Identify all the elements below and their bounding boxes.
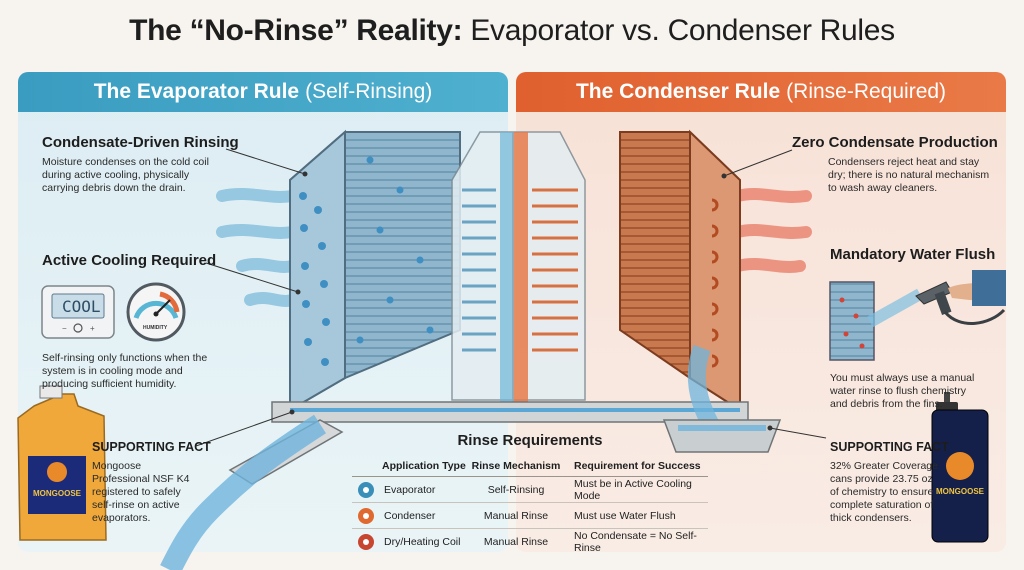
rinse-requirements-table: Rinse Requirements Application Type Rins… bbox=[352, 432, 708, 555]
row-requirement: Must be in Active Cooling Mode bbox=[574, 477, 692, 502]
row-mechanism: Manual Rinse bbox=[483, 536, 549, 548]
thermostat-display: COOL bbox=[62, 297, 101, 316]
condenser-rule-banner: The Condenser Rule(Rinse-Required) bbox=[516, 72, 1006, 112]
evaporator-tubing bbox=[462, 188, 496, 352]
hot-airflow-arrows bbox=[732, 188, 812, 273]
drain-water-flow bbox=[160, 414, 326, 570]
mini-coil bbox=[829, 281, 875, 361]
title-part-2: Evaporator vs. Condenser Rules bbox=[462, 14, 895, 47]
evaporator-banner-bold: The Evaporator Rule bbox=[93, 80, 300, 103]
header-requirement: Requirement for Success bbox=[574, 459, 701, 472]
right-fact-heading: SUPPORTING FACT bbox=[830, 440, 949, 454]
leader-lines bbox=[195, 148, 827, 447]
water-flush-heading: Mandatory Water Flush bbox=[830, 246, 996, 263]
main-title: The “No-Rinse” Reality: Evaporator vs. C… bbox=[0, 14, 1024, 48]
evaporator-rule-banner: The Evaporator Rule(Self-Rinsing) bbox=[18, 72, 508, 112]
cooling-text: Self-rinsing only functions when the sys… bbox=[42, 352, 208, 390]
table-row: Condenser Manual Rinse Must use Water Fl… bbox=[352, 503, 708, 529]
table-row: Dry/Heating Coil Manual Rinse No Condens… bbox=[352, 529, 708, 555]
mongoose-jug-icon: MONGOOSE bbox=[17, 385, 107, 541]
zero-condensate-text: Condensers reject heat and stay dry; the… bbox=[828, 156, 990, 194]
jug-brand-text: MONGOOSE bbox=[33, 489, 82, 498]
left-fact-text: Mongoose Professional NSF K4 registered … bbox=[92, 460, 190, 524]
zero-condensate-heading: Zero Condensate Production bbox=[792, 134, 998, 151]
condensate-droplets bbox=[299, 156, 434, 366]
spray-gun-icon bbox=[915, 270, 1006, 326]
condenser-tubing bbox=[532, 188, 578, 352]
svg-text:−: − bbox=[62, 324, 67, 333]
cold-airflow-arrows bbox=[216, 188, 298, 307]
condensate-text: Moisture condenses on the cold coil duri… bbox=[42, 156, 209, 194]
header-rinse-mechanism: Rinse Mechanism bbox=[471, 459, 561, 472]
evaporator-banner-rest: (Self-Rinsing) bbox=[305, 80, 433, 103]
table-row: Evaporator Self-Rinsing Must be in Activ… bbox=[352, 477, 708, 503]
water-flush-text: You must always use a manual water rinse… bbox=[830, 372, 975, 410]
row-type: Evaporator bbox=[384, 483, 436, 496]
condenser-panel bbox=[516, 72, 1006, 552]
condenser-row-icon bbox=[358, 507, 374, 524]
gauge-label: HUMIDITY bbox=[143, 325, 168, 331]
row-type: Condenser bbox=[384, 509, 436, 522]
row-requirement: No Condensate = No Self-Rinse bbox=[574, 530, 697, 554]
table-title: Rinse Requirements bbox=[457, 432, 603, 449]
left-fact-heading: SUPPORTING FACT bbox=[92, 440, 211, 454]
condenser-banner-rest: (Rinse-Required) bbox=[786, 80, 947, 103]
condensate-heading: Condensate-Driven Rinsing bbox=[42, 134, 239, 151]
svg-text:+: + bbox=[90, 324, 95, 333]
mongoose-can-icon: MONGOOSE bbox=[931, 392, 989, 543]
row-requirement: Must use Water Flush bbox=[574, 509, 676, 522]
header-application-type: Application Type bbox=[382, 459, 466, 472]
row-mechanism: Manual Rinse bbox=[483, 509, 549, 522]
row-type: Dry/Heating Coil bbox=[384, 536, 461, 548]
table-header: Application Type Rinse Mechanism Require… bbox=[352, 455, 708, 477]
title-part-1: The “No-Rinse” Reality: bbox=[129, 14, 463, 47]
condenser-banner-bold: The Condenser Rule bbox=[575, 80, 781, 103]
can-brand-text: MONGOOSE bbox=[936, 487, 985, 496]
evaporator-row-icon bbox=[358, 481, 374, 498]
condenser-bends bbox=[711, 198, 719, 368]
row-mechanism: Self-Rinsing bbox=[487, 483, 545, 496]
cooling-heading: Active Cooling Required bbox=[42, 252, 217, 269]
right-fact-text: 32% Greater Coverage cans provide 23.75 … bbox=[830, 460, 938, 524]
heating-coil-row-icon bbox=[358, 534, 374, 550]
